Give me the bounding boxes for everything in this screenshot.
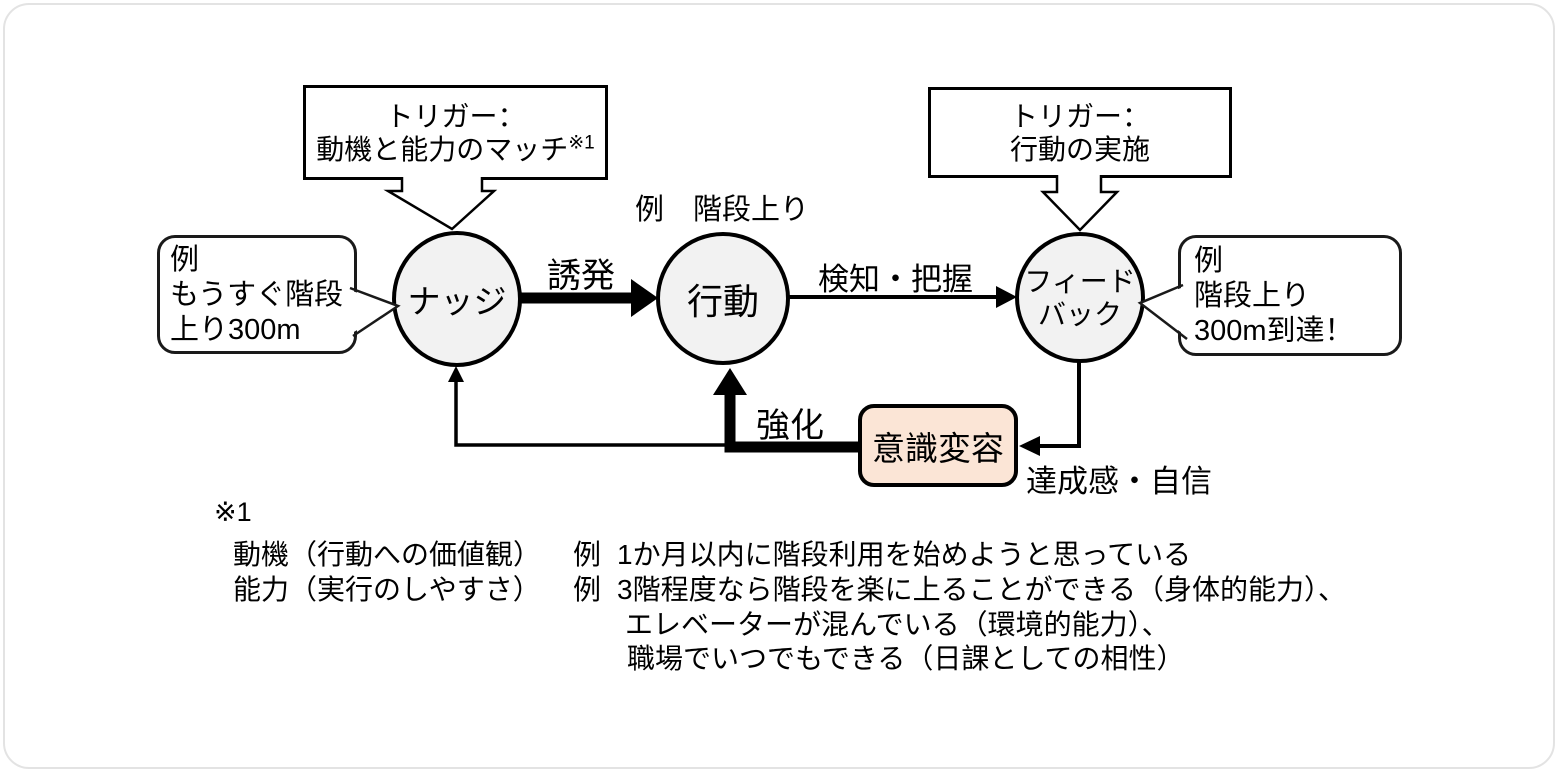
footnote-row1-text: 1か月以内に階段利用を始めようと思っている — [617, 539, 1192, 570]
footnote-row4-text: 職場でいつでもできる（日課としての相性） — [627, 643, 1185, 674]
node-nudge: ナッジ — [392, 231, 522, 367]
footnote-row2-label: 能力（実行のしやすさ） — [233, 574, 541, 605]
mindset-change-label: 意識変容 — [872, 429, 1004, 467]
footnote-row1-rei: 例 — [573, 539, 602, 570]
node-nudge-label: ナッジ — [407, 283, 507, 320]
footnote-row3-text: エレベーターが混んでいる（環境的能力）、 — [625, 609, 1170, 640]
footnote-ref-sup: ※1 — [568, 132, 595, 154]
rounded-frame-border — [3, 3, 1555, 769]
trigger-left-line2: 動機と能力のマッチ※1 — [316, 133, 595, 166]
trigger-right-line2: 行動の実施 — [1009, 133, 1150, 165]
footnote-row2-rei: 例 — [573, 574, 602, 605]
footnote-row1-label: 動機（行動への価値観） — [233, 539, 542, 570]
node-feedback-label: フィード バック — [1024, 265, 1136, 330]
edge-label-detect: 検知・把握 — [818, 262, 973, 297]
edge-label-induce: 誘発 — [547, 257, 615, 295]
node-behavior: 行動 — [656, 232, 790, 365]
edge-label-reinforce: 強化 — [756, 407, 824, 445]
speech-bubble-nudge-example: 例 もうすぐ階段 上り300m — [157, 235, 357, 354]
node-feedback: フィード バック — [1015, 232, 1145, 363]
speech-bubble-feedback-example: 例 階段上り 300m到達！ — [1178, 235, 1402, 356]
trigger-box-left: トリガー： 動機と能力のマッチ※1 — [303, 85, 608, 180]
behavior-example-label: 例 階段上り — [635, 194, 810, 226]
node-behavior-label: 行動 — [686, 280, 759, 322]
footnote-marker: ※1 — [214, 497, 252, 527]
edge-label-achievement: 達成感・自信 — [1026, 464, 1212, 499]
trigger-left-line1: トリガー： — [385, 100, 526, 132]
trigger-box-right: トリガー： 行動の実施 — [928, 87, 1232, 178]
trigger-left-line2-text: 動機と能力のマッチ — [316, 133, 569, 165]
footnote-row2-text: 3階程度なら階段を楽に上ることができる（身体的能力）、 — [617, 574, 1347, 605]
mindset-change-box: 意識変容 — [858, 404, 1018, 487]
trigger-right-line1: トリガー： — [1009, 100, 1150, 132]
